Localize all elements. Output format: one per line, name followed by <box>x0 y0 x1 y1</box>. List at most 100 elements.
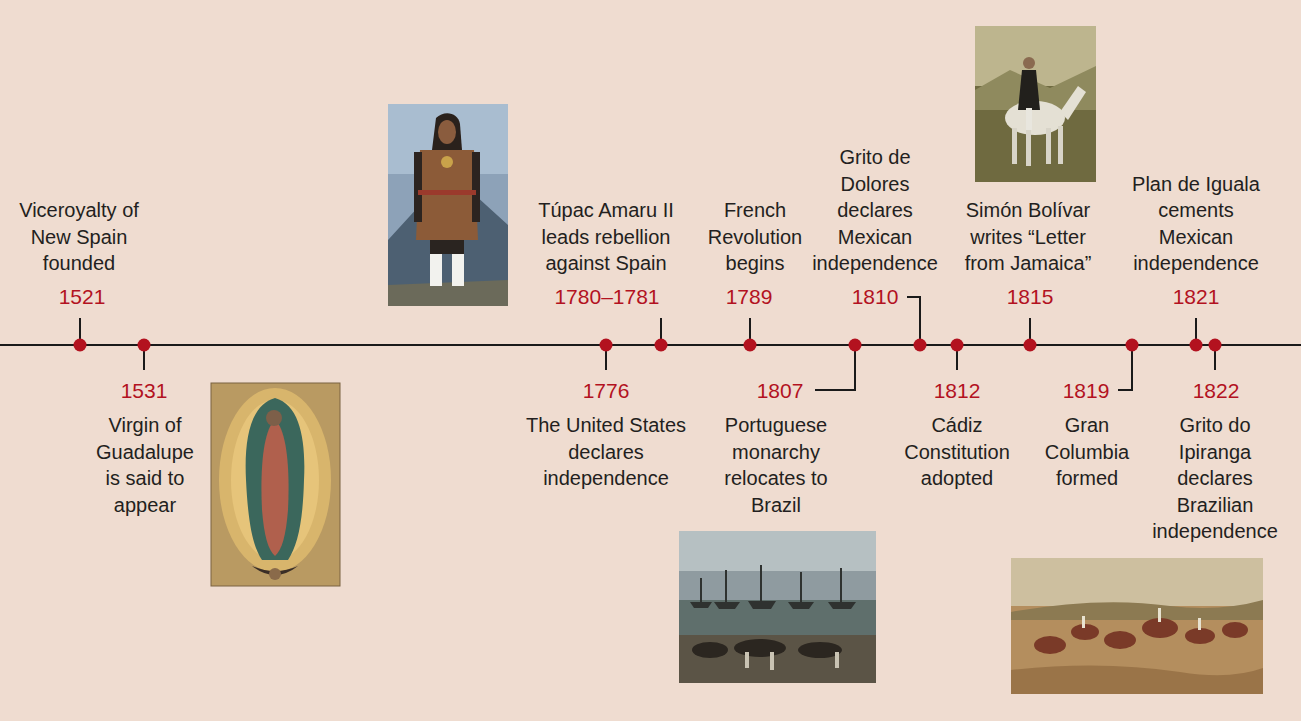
rider-group <box>1082 608 1201 630</box>
ship-mast <box>800 572 802 604</box>
event-dot <box>1209 339 1222 352</box>
ship-hull <box>788 602 814 609</box>
painting-ground <box>1011 558 1263 694</box>
crowd-group <box>692 639 842 658</box>
event-dot <box>849 339 862 352</box>
cavalry-shape <box>1185 628 1215 644</box>
event-dot <box>1190 339 1203 352</box>
ipiranga-painting <box>1011 558 1263 694</box>
figure-shape <box>770 652 774 670</box>
year-label: 1780–1781 <box>527 284 687 310</box>
ship-hull <box>714 602 740 609</box>
portrait-sky <box>388 104 508 306</box>
painting-glow <box>219 388 331 572</box>
timeline-axis <box>0 344 1301 346</box>
event-dot <box>951 339 964 352</box>
cavalry-shape <box>1104 631 1136 649</box>
cavalry-shape <box>1222 622 1248 638</box>
event-dot <box>914 339 927 352</box>
rider-shape <box>1158 608 1161 622</box>
year-label: 1810 <box>845 284 905 310</box>
event-label: French Revolution begins <box>703 197 808 277</box>
painting-sky <box>1011 558 1263 606</box>
event-label: Virgin of Guadalupe is said to appear <box>90 412 200 518</box>
horse-leg <box>1012 128 1017 164</box>
ship-mast <box>700 578 702 604</box>
painting-ground <box>975 26 1096 182</box>
year-label: 1812 <box>877 378 1037 404</box>
portrait-sleeve <box>472 152 480 222</box>
guadalupe-painting <box>211 383 340 586</box>
ship-hull <box>748 601 776 609</box>
event-dot <box>744 339 757 352</box>
portrait-belt <box>418 190 476 195</box>
crowd-shape <box>692 642 728 658</box>
horse-leg <box>1046 128 1051 164</box>
event-label: Viceroyalty of New Spain founded <box>4 197 154 277</box>
event-label: The United States declares independence <box>516 412 696 492</box>
horse-leg <box>1026 128 1031 166</box>
event-label: Grito do Ipiranga declares Brazilian ind… <box>1150 412 1280 545</box>
fleet-painting <box>679 531 876 683</box>
painting-sea <box>679 600 876 635</box>
year-label: 1819 <box>1056 378 1116 404</box>
year-label: 1821 <box>1116 284 1276 310</box>
tick-group <box>80 297 1215 390</box>
event-dot <box>1126 339 1139 352</box>
event-label: Túpac Amaru II leads rebellion against S… <box>526 197 686 277</box>
event-dot <box>74 339 87 352</box>
ship-group <box>690 565 856 609</box>
event-dot <box>1024 339 1037 352</box>
figure-shape <box>835 652 839 668</box>
year-label: 1531 <box>64 378 224 404</box>
event-dot <box>138 339 151 352</box>
painting-glow <box>231 400 319 560</box>
year-label: 1776 <box>526 378 686 404</box>
event-dot <box>655 339 668 352</box>
horse-neck <box>1060 86 1086 120</box>
year-label: 1822 <box>1136 378 1296 404</box>
event-label: Cádiz Constitution adopted <box>897 412 1017 492</box>
year-label: 1521 <box>2 284 162 310</box>
cavalry-shape <box>1034 636 1066 654</box>
horse-leg <box>1058 126 1063 164</box>
portrait-ground <box>388 280 508 306</box>
ship-hull <box>690 602 712 608</box>
event-label: Simón Bolívar writes “Letter from Jamaic… <box>961 197 1096 277</box>
elbow-leader <box>907 297 920 345</box>
bolivar-painting <box>975 26 1096 182</box>
cavalry-group <box>1034 618 1248 654</box>
year-label: 1789 <box>669 284 829 310</box>
event-label: Portuguese monarchy relocates to Brazil <box>724 412 828 518</box>
event-label: Plan de Iguala cements Mexican independe… <box>1126 171 1266 277</box>
event-label: Grito de Dolores declares Mexican indepe… <box>808 144 943 277</box>
year-label: 1807 <box>745 378 815 404</box>
figure-shape <box>745 652 749 668</box>
event-dot <box>600 339 613 352</box>
painting-hill <box>1011 600 1263 620</box>
portrait-hair <box>432 113 462 150</box>
painting-frame <box>211 383 340 586</box>
painting-mantle <box>246 398 305 560</box>
painting-sky <box>679 531 876 571</box>
painting-quay <box>679 635 876 683</box>
portrait-breeches <box>430 240 464 254</box>
crowd-group <box>745 652 839 670</box>
painting-face <box>266 410 282 426</box>
year-label: 1815 <box>950 284 1110 310</box>
portrait-sky <box>388 104 508 174</box>
portrait-face <box>438 120 456 144</box>
dot-group <box>74 339 1222 352</box>
portrait-tunic <box>416 150 478 240</box>
elbow-leader <box>1118 345 1132 390</box>
painting-robe <box>261 420 288 556</box>
rider-body <box>1018 70 1040 110</box>
elbow-leader <box>815 345 855 390</box>
tupac-amaru-portrait <box>388 104 508 306</box>
ship-hull <box>828 602 856 609</box>
painting-road <box>1011 665 1263 694</box>
rider-shape <box>1082 616 1085 628</box>
rider-head <box>1023 57 1035 69</box>
